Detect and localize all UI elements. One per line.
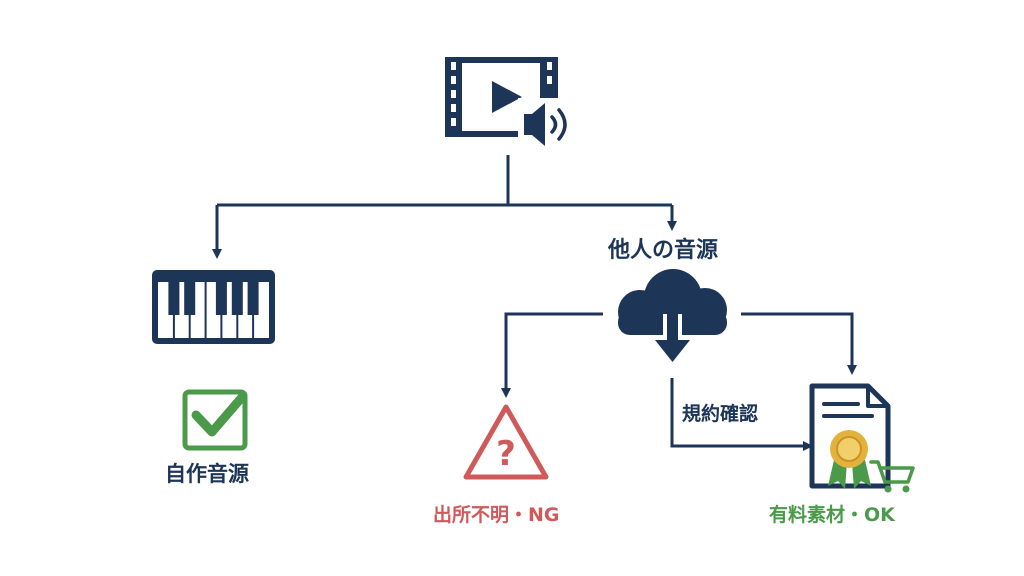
license-document-icon (809, 383, 891, 489)
label-check-terms: 規約確認 (682, 403, 759, 425)
label-others-source: 他人の音源 (608, 238, 719, 263)
arrow-to-paid (741, 312, 857, 375)
svg-text:?: ? (496, 434, 516, 474)
shopping-cart-icon (869, 460, 915, 493)
label-own-source: 自作音源 (165, 462, 249, 486)
checkbox-checked-icon (182, 389, 248, 451)
label-paid-ok: 有料素材・OK (769, 504, 895, 526)
label-unknown-ng: 出所不明・NG (433, 504, 560, 526)
arrow-check-terms (670, 378, 813, 451)
piano-keyboard-icon (152, 270, 275, 344)
cloud-download-icon (618, 269, 727, 368)
warning-question-icon: ? (463, 404, 549, 480)
arrow-to-unknown (501, 312, 603, 398)
video-with-sound-icon (445, 57, 576, 150)
connector-lines (212, 155, 857, 451)
